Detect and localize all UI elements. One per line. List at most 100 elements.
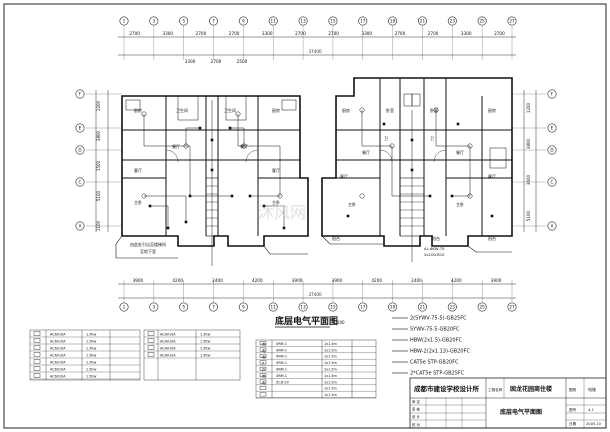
dimension-label: 2400: [212, 278, 223, 283]
room-label: 厨房: [488, 107, 496, 113]
room-label: 卫: [384, 136, 388, 141]
axis-bubble-circle: [298, 16, 308, 26]
table-cell-name: AC6010A: [160, 340, 176, 344]
role-label: 审 定: [412, 399, 420, 404]
axis-bubble: 27: [509, 19, 515, 24]
sheet-value: 4-1: [588, 408, 594, 412]
left-unit-wiring: [143, 100, 285, 266]
lamp-icon: [433, 107, 439, 113]
table-cell-spec: 1.5Kw: [86, 340, 97, 344]
right-room-labels: 厨房 卧室 卧室 厨房 卫 卫 餐厅 餐厅 客厅 客厅 主卧 主卧 阳台 阳台 …: [332, 107, 496, 241]
table-cell-name: ZCD-20: [276, 380, 289, 384]
left-unit-plan: [115, 95, 309, 259]
dimension-label: 5100: [526, 210, 531, 221]
axis-bubble-circle: [507, 302, 517, 312]
lamp-icon: [277, 193, 283, 199]
axis-bubble-circle: [75, 221, 85, 231]
bottom-dimensions: [118, 283, 516, 299]
axis-bubble-circle: [209, 16, 219, 26]
axis-bubble: C: [79, 180, 82, 185]
outlet-icon: [210, 168, 214, 172]
table-symbol: P: [262, 362, 265, 366]
symbol-icon: [33, 338, 41, 343]
dimension-label: 3300: [361, 31, 372, 36]
axis-bubble-circle: [75, 89, 85, 99]
equipment-table-3: [255, 339, 377, 399]
table-cell-spec: 1x1.5m: [324, 374, 338, 378]
watermark: 沐风网: [258, 203, 306, 222]
lamp-icon: [359, 193, 365, 199]
sheet-label: 图号: [569, 407, 577, 412]
table-symbol: 户: [262, 367, 266, 372]
room-label: 阳台: [432, 235, 440, 241]
drawing-scale: 1:100: [333, 320, 345, 325]
table-cell-spec: 1.5Kw: [86, 354, 97, 358]
dimension-label: 2700: [196, 31, 207, 36]
table-cell-spec: 1x1.5m: [324, 368, 338, 372]
top-total-dimension: 37400: [308, 49, 322, 54]
cable-label-2: 2x100-B10: [424, 252, 445, 257]
table-cell-name: AC6010A: [50, 333, 66, 337]
room-label: 卫生间: [224, 107, 236, 113]
bottom-total-dimension: 37400: [308, 292, 322, 297]
table-cell-name: AC6010A: [50, 354, 66, 358]
room-label: 主卧: [134, 199, 142, 205]
symbol-icon: [259, 347, 267, 352]
note-basement: 至地下室: [140, 248, 156, 254]
dimension-label: 2700: [395, 31, 406, 36]
cable-spec-label: HBW-2(2x1.13)-GB20FC: [410, 349, 470, 355]
lamp-icon: [183, 143, 189, 149]
axis-bubble: 17: [360, 305, 366, 310]
axis-bubble: 21: [420, 19, 426, 24]
dimension-label: 3900: [332, 278, 343, 283]
role-label: 校 对: [412, 422, 420, 427]
axis-bubble-circle: [209, 302, 219, 312]
symbol-icon: [259, 379, 267, 384]
axis-bubble-circle: [547, 221, 557, 231]
project-label: 工程名称: [488, 387, 503, 392]
symbol-icon: [259, 386, 267, 390]
dimension-label: 3300: [185, 59, 196, 64]
lamp-icon: [389, 143, 395, 149]
symbol-icon: [33, 366, 41, 371]
axis-bubble: 23: [450, 305, 456, 310]
dimension-label: 3600: [526, 174, 531, 185]
table-cell-name: XRM-1: [276, 368, 287, 372]
axis-bubble: 1: [123, 305, 126, 310]
axis-bubble-circle: [477, 16, 487, 26]
axis-bubble: 9: [242, 305, 245, 310]
axis-bubble-circle: [75, 177, 85, 187]
dimension-label: 2500: [237, 59, 248, 64]
axis-bubble-circle: [358, 16, 368, 26]
axis-bubble-circle: [388, 16, 398, 26]
axis-bubble-circle: [328, 16, 338, 26]
symbol-icon: [147, 331, 155, 336]
table-symbol: 电: [262, 374, 266, 379]
table-cell-spec: 1x1.5m: [324, 393, 338, 397]
outlet-icon: [282, 226, 286, 230]
room-label: 卧室: [430, 107, 438, 113]
table-cell-spec: 1x1.5m: [324, 361, 338, 365]
axis-bubble: F: [551, 92, 554, 97]
dimension-label: 2700: [428, 31, 439, 36]
axis-bubble-circle: [447, 16, 457, 26]
symbol-icon: [259, 341, 267, 346]
axis-bubble: A: [551, 224, 554, 229]
table-cell-spec: 1.5Kw: [86, 361, 97, 365]
axis-bubble: C: [551, 180, 554, 185]
dimension-label: 4200: [371, 278, 382, 283]
side-dimensions: [95, 90, 537, 232]
symbol-icon: [259, 373, 267, 378]
room-label: 餐厅: [456, 149, 464, 155]
axis-bubble-circle: [149, 302, 159, 312]
table-cell-name: AC6010A: [160, 347, 176, 351]
axis-bubble: 13: [300, 305, 306, 310]
axis-bubble-circle: [149, 16, 159, 26]
lamp-icon: [235, 111, 241, 117]
symbol-icon: [33, 345, 41, 350]
